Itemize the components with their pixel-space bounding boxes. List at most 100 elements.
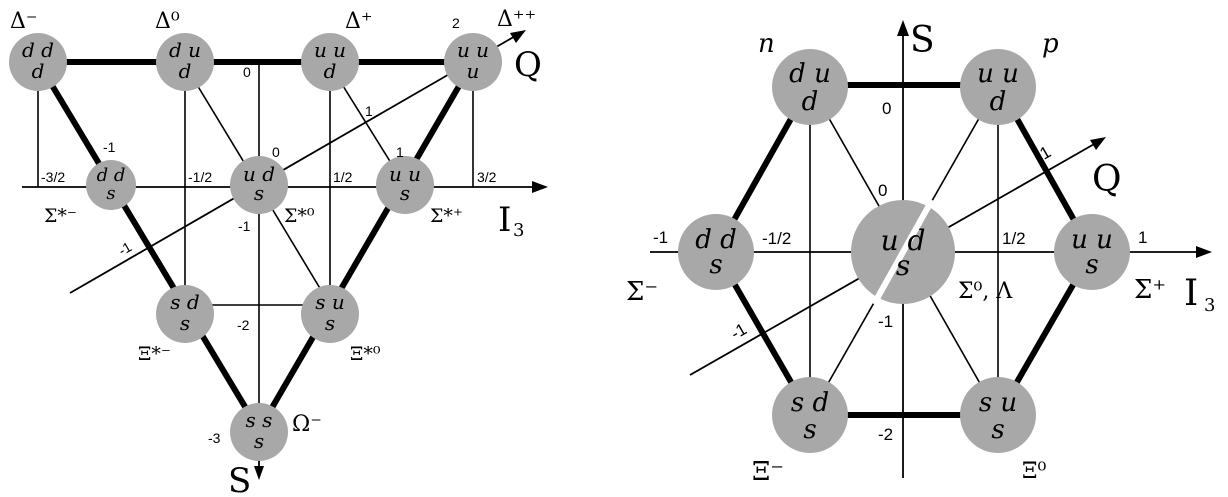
svg-text:d u: d u <box>169 38 201 62</box>
label-omega-minus: Ω⁻ <box>292 412 322 437</box>
svg-text:u u: u u <box>1071 225 1113 255</box>
i3-axis-label: I <box>498 200 511 240</box>
i3-axis-subscript: 3 <box>513 220 524 241</box>
label-sigma-zero-lambda: Σ⁰, Λ <box>958 279 1013 304</box>
q-axis-line <box>69 34 518 294</box>
node-sigma-star-plus: u u s <box>376 156 434 214</box>
svg-text:u u: u u <box>457 38 489 62</box>
svg-text:s u: s u <box>315 290 345 314</box>
node-delta-plusplus: u u u <box>444 33 502 91</box>
label-xi-zero: Ξ⁰ <box>1022 459 1046 484</box>
q-tick: 0 <box>272 144 280 160</box>
i3-axis-subscript: 3 <box>1204 295 1215 316</box>
label-sigma-star-plus: Σ*⁺ <box>430 205 463 227</box>
svg-text:s: s <box>325 311 335 335</box>
s-tick: -1 <box>238 218 251 234</box>
i3-tick: -1/2 <box>188 169 212 185</box>
label-sigma-minus: Σ⁻ <box>626 277 658 307</box>
q-tick: -1 <box>728 319 751 343</box>
s-axis-arrow <box>254 466 264 480</box>
node-sigma-minus: d d s <box>678 214 754 290</box>
node-xi-zero: s u s <box>960 377 1036 453</box>
svg-text:d: d <box>990 87 1007 117</box>
q-axis-label: Q <box>514 45 542 85</box>
node-sigma-star-zero: u d s <box>230 156 288 214</box>
svg-text:s: s <box>991 415 1004 445</box>
node-xi-star-zero: s u s <box>301 285 359 343</box>
triangle-edge-right <box>256 59 476 433</box>
svg-text:u u: u u <box>389 162 421 186</box>
svg-text:d: d <box>179 59 192 83</box>
label-delta-plus: Δ⁺ <box>345 9 373 34</box>
svg-text:s: s <box>180 311 190 335</box>
node-sigma-plus: u u s <box>1054 214 1130 290</box>
svg-text:u: u <box>467 59 480 83</box>
svg-text:u d: u d <box>243 162 275 186</box>
label-xi-star-zero: Ξ*⁰ <box>350 343 381 365</box>
s-axis-label: S <box>228 461 251 497</box>
s-tick: -3 <box>208 430 221 446</box>
svg-text:d: d <box>802 87 819 117</box>
label-sigma-plus: Σ⁺ <box>1134 275 1166 305</box>
svg-text:s: s <box>1085 250 1098 280</box>
label-neutron: n <box>758 29 775 59</box>
q-tick: 0 <box>878 181 887 200</box>
i3-axis-arrow <box>1196 246 1212 258</box>
svg-text:s: s <box>896 249 910 282</box>
svg-text:d d: d d <box>695 225 737 255</box>
label-delta-zero: Δ⁰ <box>155 9 180 34</box>
q-axis-label: Q <box>1092 159 1122 200</box>
svg-text:u u: u u <box>314 38 346 62</box>
svg-text:d: d <box>32 59 45 83</box>
q-axis-arrow <box>1090 137 1106 150</box>
q-tick: 2 <box>452 15 460 31</box>
i3-axis-arrow <box>532 181 548 193</box>
label-xi-minus: Ξ⁻ <box>752 457 784 487</box>
svg-text:s: s <box>254 429 264 453</box>
split-mark <box>871 198 935 306</box>
i3-tick: 3/2 <box>477 169 497 185</box>
svg-text:u d: u d <box>881 224 926 257</box>
i3-tick: -1 <box>653 228 668 247</box>
s-tick: -2 <box>878 425 893 444</box>
svg-text:s u: s u <box>979 388 1017 418</box>
svg-text:u u: u u <box>977 59 1019 89</box>
node-xi-minus: s d s <box>772 377 848 453</box>
node-omega-minus: s s s <box>230 403 288 461</box>
label-sigma-star-zero: Σ*⁰ <box>284 205 315 227</box>
s-tick: 0 <box>882 99 891 118</box>
svg-text:d d: d d <box>22 38 54 62</box>
s-axis-arrow <box>897 20 909 36</box>
svg-text:s d: s d <box>170 290 199 314</box>
node-xi-star-minus: s d s <box>156 285 214 343</box>
i3-tick: 1/2 <box>333 169 353 185</box>
label-delta-plusplus: Δ⁺⁺ <box>497 7 536 32</box>
svg-text:s s: s s <box>246 408 273 432</box>
node-sigma-zero-lambda: u d s <box>851 198 955 306</box>
s-tick: -1 <box>878 312 893 331</box>
i3-tick: 1 <box>1138 228 1147 247</box>
label-delta-minus: Δ⁻ <box>10 9 38 34</box>
node-proton: u u d <box>960 49 1036 125</box>
triangle-edge-left <box>35 59 262 433</box>
i3-tick: -3/2 <box>41 169 65 185</box>
node-neutron: d u d <box>772 49 848 125</box>
svg-text:s: s <box>803 415 816 445</box>
svg-text:d u: d u <box>789 59 831 89</box>
s-tick: -2 <box>237 317 250 333</box>
i3-tick: 1/2 <box>1002 229 1026 248</box>
q-tick: -1 <box>116 238 135 258</box>
svg-text:s: s <box>400 181 410 205</box>
s-tick: 0 <box>243 64 251 80</box>
q-tick: 1 <box>365 103 373 119</box>
svg-text:s d: s d <box>791 388 829 418</box>
svg-text:d d: d d <box>97 165 126 186</box>
i3-axis-label: I <box>1184 273 1198 314</box>
node-delta-plus: u u d <box>301 33 359 91</box>
svg-text:s: s <box>254 181 264 205</box>
s-tick: -1 <box>103 139 116 155</box>
node-delta-zero: d u d <box>156 33 214 91</box>
label-proton: p <box>1042 29 1059 59</box>
label-sigma-star-minus: Σ*⁻ <box>44 205 77 227</box>
s-axis-label: S <box>910 20 935 61</box>
